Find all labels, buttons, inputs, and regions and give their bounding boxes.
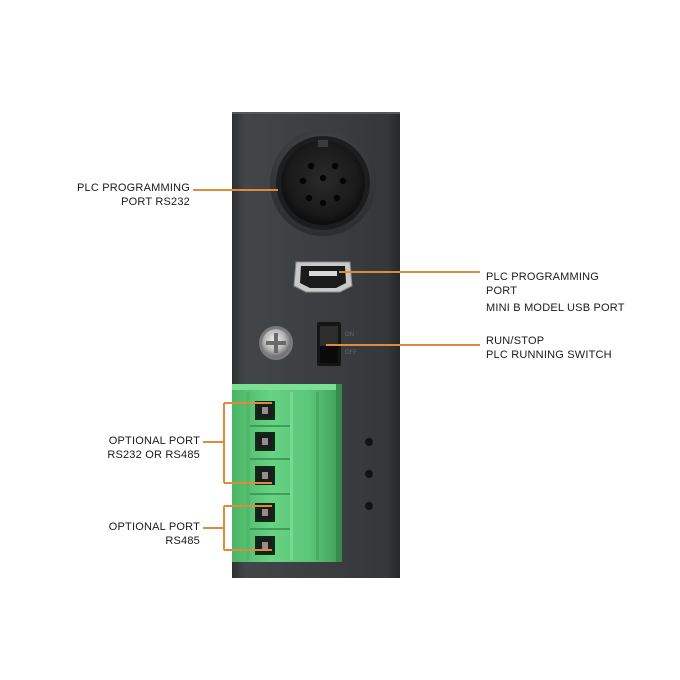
housing-edge	[232, 112, 400, 114]
usb-port-label-line1: PLC PROGRAMMING	[486, 271, 600, 283]
mini-din-connector-icon	[270, 130, 376, 236]
usb-port-label-line2: PORT	[486, 285, 518, 297]
callout-lines	[193, 189, 480, 551]
optional-port-1-label-line1: OPTIONAL PORT	[108, 435, 200, 447]
optional-port-2-label-line2: RS485	[165, 535, 200, 547]
switch-label: RUN/STOP PLC RUNNING SWITCH	[486, 334, 612, 362]
optional-port-2-label-line1: OPTIONAL PORT	[108, 521, 200, 533]
rs232-port-label-line2: PORT RS232	[121, 196, 190, 208]
usb-port-label-line3: MINI B MODEL USB PORT	[486, 302, 625, 314]
svg-text:ON: ON	[345, 332, 354, 338]
switch-label-line2: PLC RUNNING SWITCH	[486, 349, 612, 361]
status-holes	[365, 438, 373, 510]
switch-label-line1: RUN/STOP	[486, 335, 545, 347]
mini-usb-connector-icon	[293, 261, 353, 293]
rs232-port-label: PLC PROGRAMMING PORT RS232	[60, 181, 190, 209]
svg-text:OFF: OFF	[345, 350, 357, 356]
rs232-port-label-line1: PLC PROGRAMMING	[76, 182, 190, 194]
usb-port-label: PLC PROGRAMMING PORT MINI B MODEL USB PO…	[486, 270, 625, 315]
bracket-optional-1	[203, 402, 272, 484]
optional-port-1-label: OPTIONAL PORT RS232 OR RS485	[90, 434, 200, 462]
terminal-block-icon	[232, 384, 342, 562]
bracket-optional-2	[203, 505, 272, 551]
optional-port-1-label-line2: RS232 OR RS485	[107, 449, 200, 461]
optional-port-2-label: OPTIONAL PORT RS485	[90, 520, 200, 548]
screw-icon	[259, 326, 293, 360]
